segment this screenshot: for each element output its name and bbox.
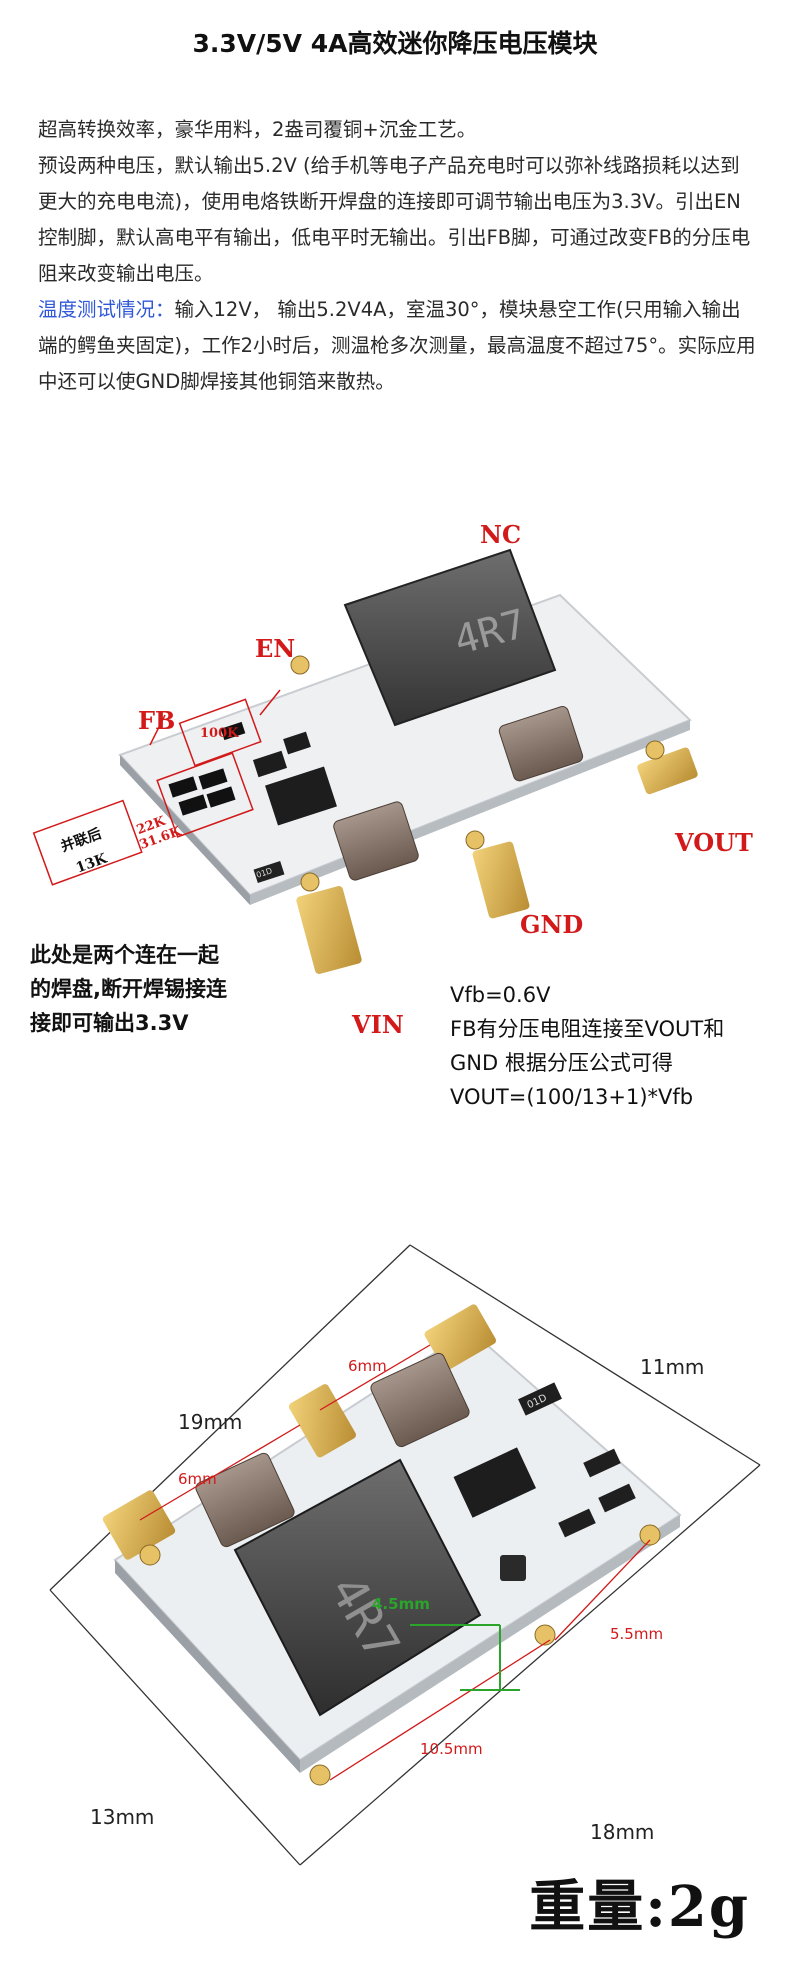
label-nc: NC (480, 520, 522, 549)
desc-para-1: 超高转换效率，豪华用料，2盎司覆铜+沉金工艺。 (38, 118, 477, 141)
dim-line-18 (299, 1464, 761, 1866)
label-vout: VOUT (675, 828, 753, 857)
buck-ic (265, 766, 337, 826)
dim-label-45: 4.5mm (372, 1595, 430, 1613)
temp-test-text: 输入12V， 输出5.2V4A，室温30°，模块悬空工作(只用输入输出端的鳄鱼夹… (38, 298, 756, 393)
module-dimension-illustration: 4R7 01D (49, 1244, 761, 1866)
dim-label-105: 10.5mm (420, 1740, 483, 1758)
dim-label-13: 13mm (90, 1805, 155, 1829)
bridge-value: 13K (74, 850, 110, 876)
module-dimension-figure: 4R7 01D 19mm 11mm 13mm 18mm 6mm 6mm 4.5m… (0, 1215, 790, 1963)
formula-line: GND 根据分压公式可得 (450, 1051, 673, 1075)
label-fb: FB (138, 706, 176, 735)
fb-resistor-box (156, 752, 254, 838)
formula-note: Vfb=0.6V FB有分压电阻连接至VOUT和 GND 根据分压公式可得 VO… (450, 978, 724, 1114)
en-resistor-value: 100K (200, 726, 239, 741)
dim-label-55: 5.5mm (610, 1625, 664, 1643)
temp-test-label: 温度测试情况： (38, 298, 175, 321)
dim-label-6a: 6mm (348, 1357, 387, 1375)
formula-line: VOUT=(100/13+1)*Vfb (450, 1085, 694, 1109)
pad-vout (637, 740, 698, 795)
pad-vin (296, 872, 362, 974)
bridge-note-line: 接即可输出3.3V (30, 1011, 189, 1035)
inductor (233, 1458, 482, 1717)
dim-line-11 (409, 1244, 761, 1466)
dim-red-55 (554, 1539, 651, 1641)
desc-para-3: 温度测试情况：输入12V， 输出5.2V4A，室温30°，模块悬空工作(只用输入… (38, 292, 758, 400)
label-vin: VIN (352, 1010, 404, 1039)
inductor (343, 548, 557, 727)
capacitor-top (370, 1352, 470, 1448)
pad-top-right (424, 1304, 497, 1371)
pad-gnd (465, 830, 530, 919)
weight-label: 重量:2g (529, 1874, 750, 1940)
bridge-box (32, 799, 143, 886)
page-title: 3.3V/5V 4A高效迷你降压电压模块 (192, 29, 598, 58)
label-gnd: GND (520, 910, 584, 939)
module-annotated-figure: 4R7 01D 100K 22K 31.6K 并联后 13K NC EN FB … (0, 510, 790, 1210)
dim-label-18: 18mm (590, 1820, 655, 1844)
bridge-label: 并联后 (58, 825, 103, 855)
dim-label-6b: 6mm (178, 1470, 217, 1488)
dim-red-6b (139, 1424, 301, 1521)
bridge-note-line: 此处是两个连在一起 (30, 943, 219, 967)
dim-line-13 (49, 1589, 301, 1866)
label-en: EN (255, 634, 296, 663)
pad-top-mid (288, 1384, 356, 1458)
dim-red-6a (319, 1344, 431, 1411)
dim-label-19: 19mm (178, 1410, 243, 1434)
formula-line: FB有分压电阻连接至VOUT和 (450, 1017, 725, 1041)
capacitor-left (195, 1452, 295, 1548)
bridge-note-line: 的焊盘,断开焊锡接连 (30, 977, 227, 1001)
buck-ic (453, 1447, 537, 1518)
desc-para-2: 预设两种电压，默认输出5.2V (给手机等电子产品充电时可以弥补线路损耗以达到更… (38, 154, 751, 285)
input-capacitor (333, 801, 419, 881)
bridge-note: 此处是两个连在一起 的焊盘,断开焊锡接连 接即可输出3.3V (30, 938, 227, 1040)
pad-left (102, 1490, 176, 1560)
module-board-illustration: 4R7 01D 100K 22K 31.6K 并联后 13K (32, 548, 698, 974)
formula-line: Vfb=0.6V (450, 983, 551, 1007)
en-resistor-box (178, 698, 262, 767)
dim-red-105 (329, 1639, 551, 1781)
output-capacitor (498, 706, 584, 782)
description: 超高转换效率，豪华用料，2盎司覆铜+沉金工艺。 预设两种电压，默认输出5.2V … (38, 112, 758, 400)
dim-label-11: 11mm (640, 1355, 705, 1379)
